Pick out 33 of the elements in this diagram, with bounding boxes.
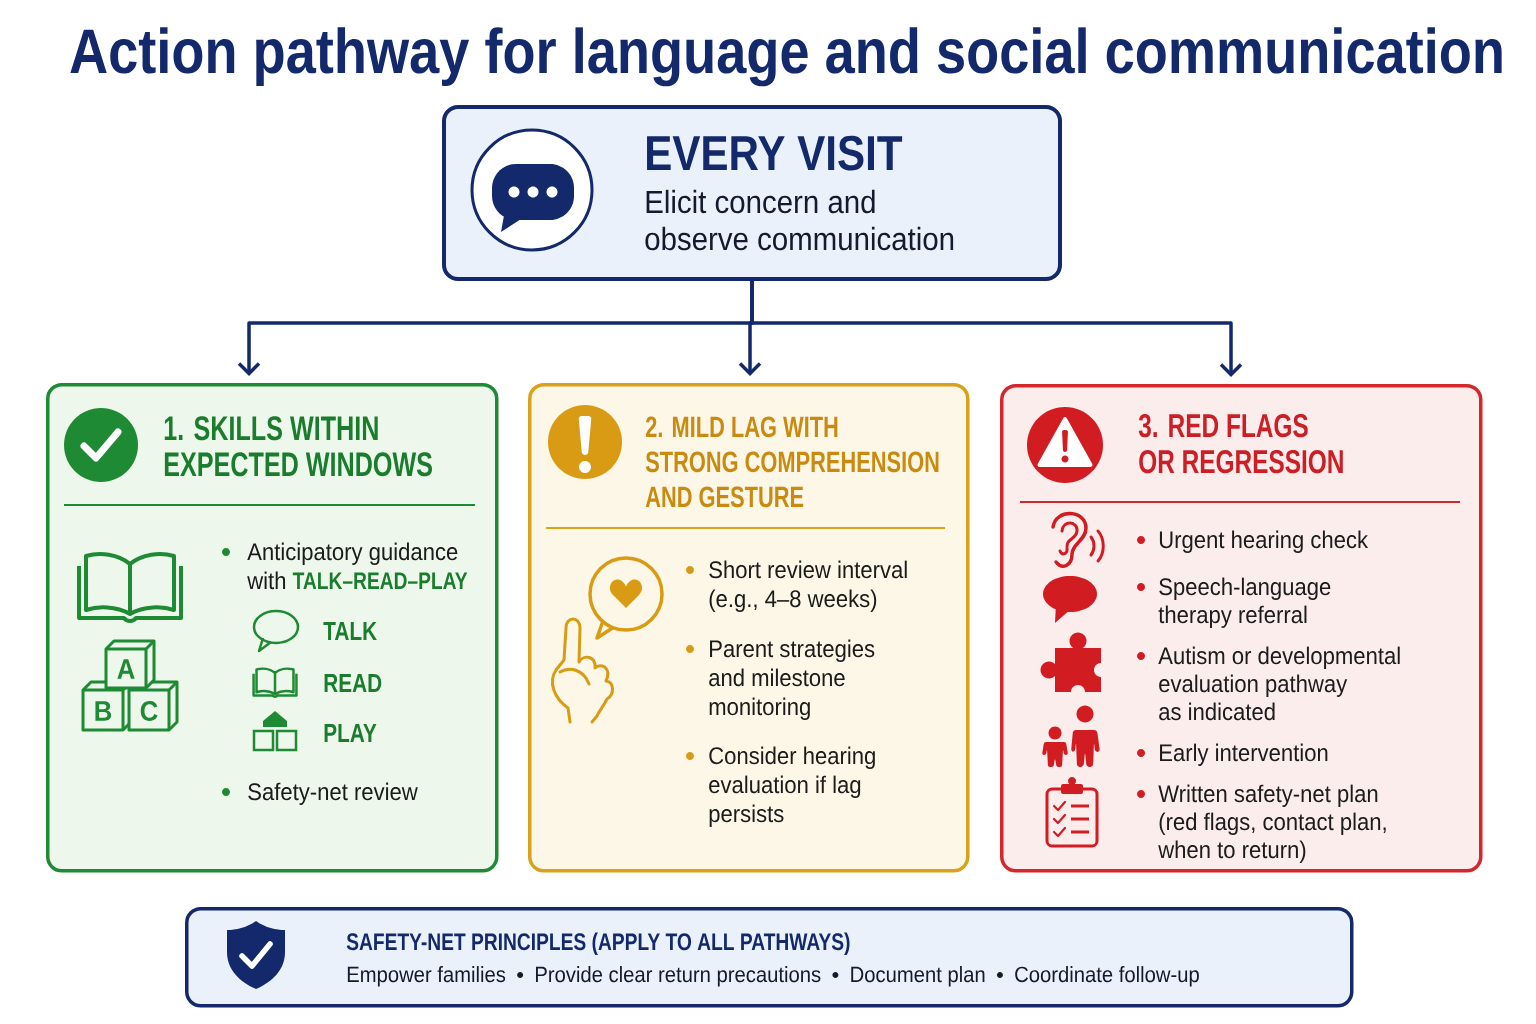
panel-heading: 1. SKILLS WITHIN EXPECTED WINDOWS <box>164 416 432 477</box>
activity-label: READ <box>324 674 382 692</box>
bullet-text: Consider hearing evaluation if lag persists <box>709 746 875 827</box>
block-letter: A <box>117 659 135 679</box>
bullet-text: Anticipatory guidance with TALK–READ–PLAY <box>247 542 468 590</box>
title: Action pathway for language and social communication <box>70 27 1502 87</box>
principle-text: Document plan <box>851 966 985 987</box>
arrow <box>750 281 1243 377</box>
bullet-text: Speech-language therapy referral <box>1158 577 1331 628</box>
activity-label: PLAY <box>324 724 377 742</box>
bullet-text: Written safety-net plan (red flags, contact plan, when to return) <box>1158 784 1386 863</box>
bullet-text: Autism or developmental evaluation pathway as indicated <box>1158 646 1400 721</box>
pathway-panel <box>46 383 499 873</box>
bullet-text: Urgent hearing check <box>1159 530 1369 553</box>
block-letter: B <box>95 701 112 721</box>
pathway-panel <box>1000 384 1483 873</box>
box-heading: EVERY VISIT <box>647 135 903 171</box>
box-text: Elicit concern and observe communication <box>645 189 954 251</box>
panel-heading: 3. RED FLAGS OR REGRESSION <box>1138 413 1343 474</box>
bullet-text: Safety-net review <box>248 782 418 805</box>
visit-box <box>442 105 1062 281</box>
principle-text: Provide clear return precautions <box>536 966 821 987</box>
principle-text: Empower families <box>347 966 506 987</box>
activity-label: TALK <box>323 622 377 640</box>
pathway-panel <box>528 383 970 873</box>
principle-text: Coordinate follow-up <box>1015 966 1199 987</box>
bullet-text: Short review interval (e.g., 4–8 weeks) <box>709 560 907 612</box>
principles-banner <box>185 907 1354 1008</box>
block-letter: C <box>140 701 158 721</box>
bullet-text: Early intervention <box>1160 743 1328 766</box>
panel-heading: 2. MILD LAG WITH STRONG COMPREHENSION AND GESTURE <box>645 416 939 508</box>
banner-heading: SAFETY-NET PRINCIPLES (APPLY TO ALL PATHWAYS) <box>346 932 850 955</box>
bullet-text: Parent strategies and milestone monitoring <box>709 639 875 720</box>
